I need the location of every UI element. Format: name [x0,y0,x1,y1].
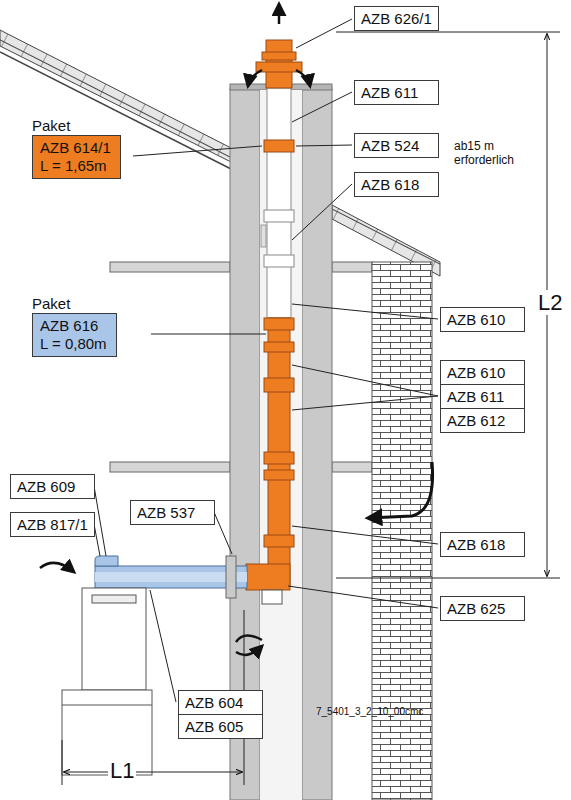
part-label: AZB 604 [178,690,263,715]
drawing-number: 7_5401_3_2_10_00cmc [316,706,423,718]
package-heading: Paket [32,295,117,313]
part-number: AZB 610 [440,307,525,332]
dimension-lines [62,32,560,785]
part-label: AZB 817/1 [10,512,95,537]
part-number: AZB 626/1 [354,6,439,31]
package-heading: Paket [32,117,121,135]
package-content: AZB 614/1 L = 1,65m [32,135,121,179]
part-label: AZB 609 [10,474,95,499]
part-label: AZB 612 [440,408,525,433]
package-box: PaketAZB 614/1 L = 1,65m [32,117,121,179]
part-number: AZB 817/1 [10,512,95,537]
part-number: AZB 612 [440,408,525,433]
part-number: AZB 524 [354,133,439,158]
dimension-label: L2 [536,290,564,315]
package-content: AZB 616 L = 0,80m [32,313,117,357]
part-number: AZB 611 [440,384,525,409]
part-number: AZB 611 [354,80,439,105]
part-label: AZB 537 [130,500,215,525]
part-number: AZB 618 [440,532,525,557]
part-label: AZB 611 [354,80,439,105]
part-label: AZB 626/1 [354,6,439,31]
roof-cap [256,40,302,88]
part-number: AZB 537 [130,500,215,525]
part-label: AZB 610 [440,360,525,385]
note-text: ab15 m erforderlich [454,140,526,168]
part-label: AZB 618 [354,172,439,197]
package-box: PaketAZB 616 L = 0,80m [32,295,117,357]
part-number: AZB 610 [440,360,525,385]
part-label: AZB 524 [354,133,439,158]
boiler [62,588,152,775]
part-number: AZB 618 [354,172,439,197]
brick-wall [372,262,432,800]
flue-pipe [261,88,294,318]
orange-pipe-section [246,318,294,590]
leader-lines [94,19,438,702]
part-number: AZB 625 [440,596,525,621]
part-number: AZB 609 [10,474,95,499]
part-label: AZB 610 [440,307,525,332]
part-label: AZB 618 [440,532,525,557]
condensate-trap [262,590,282,604]
part-label: AZB 611 [440,384,525,409]
part-number: AZB 604 [178,690,263,715]
part-label: AZB 625 [440,596,525,621]
dimension-label: L1 [108,758,136,783]
part-label: AZB 605 [178,714,263,739]
part-number: AZB 605 [178,714,263,739]
